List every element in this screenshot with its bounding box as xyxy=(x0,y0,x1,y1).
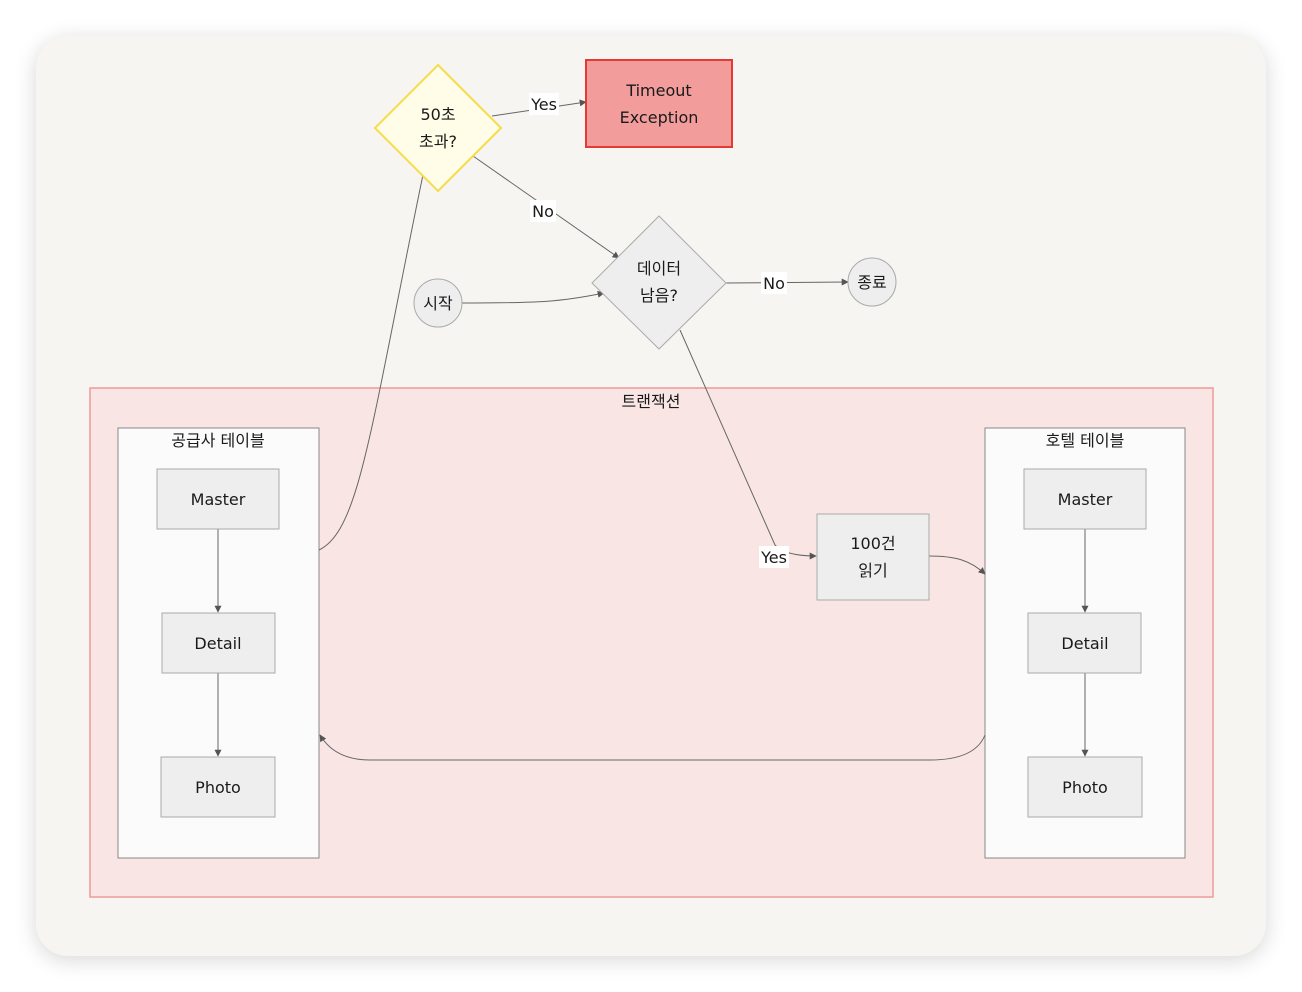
read-100-line1: 100건 xyxy=(850,534,895,553)
timeout-check-line2: 초과? xyxy=(419,132,457,151)
edge-start-to-data xyxy=(461,290,605,304)
hotel-detail-label: Detail xyxy=(1061,634,1108,653)
edge-supplier-to-timeout xyxy=(318,164,428,551)
hotel-photo-box xyxy=(1027,756,1143,818)
data-remaining-line1: 데이터 xyxy=(637,259,681,278)
hotel-master-label: Master xyxy=(1058,490,1113,509)
hotel-detail-box xyxy=(1027,612,1142,674)
timeout-exception-line2: Exception xyxy=(620,108,699,127)
read-100-box xyxy=(816,513,930,601)
supplier-table-title: 공급사 테이블 xyxy=(171,431,264,450)
start-node xyxy=(413,278,463,328)
supplier-master-label: Master xyxy=(191,490,246,509)
read-100-line2: 읽기 xyxy=(858,561,887,580)
supplier-photo-box xyxy=(160,756,276,818)
timeout-exception-box xyxy=(585,59,733,148)
supplier-detail-label: Detail xyxy=(194,634,241,653)
supplier-detail-box xyxy=(161,612,276,674)
end-node xyxy=(847,257,897,307)
start-label: 시작 xyxy=(423,294,453,313)
transaction-label: 트랜잭션 xyxy=(622,392,681,411)
data-remaining-line2: 남음? xyxy=(640,286,678,305)
timeout-check-line1: 50초 xyxy=(420,105,455,124)
edge-label-timeout-no: No xyxy=(532,202,554,221)
edge-hotel-to-supplier xyxy=(319,734,986,761)
hotel-photo-label: Photo xyxy=(1062,778,1108,797)
edge-label-data-no: No xyxy=(763,274,785,293)
hotel-master-box xyxy=(1023,468,1147,530)
hotel-table-title: 호텔 테이블 xyxy=(1046,431,1125,450)
edge-label-timeout-yes: Yes xyxy=(530,95,557,114)
data-remaining-diamond xyxy=(591,215,727,350)
end-label: 종료 xyxy=(857,273,886,292)
supplier-photo-label: Photo xyxy=(195,778,241,797)
supplier-master-box xyxy=(156,468,280,530)
edge-read-to-hotel xyxy=(928,555,986,575)
timeout-exception-line1: Timeout xyxy=(625,81,691,100)
edge-label-data-yes: Yes xyxy=(760,548,787,567)
timeout-check-diamond xyxy=(373,63,503,193)
edge-data-yes xyxy=(679,329,817,560)
